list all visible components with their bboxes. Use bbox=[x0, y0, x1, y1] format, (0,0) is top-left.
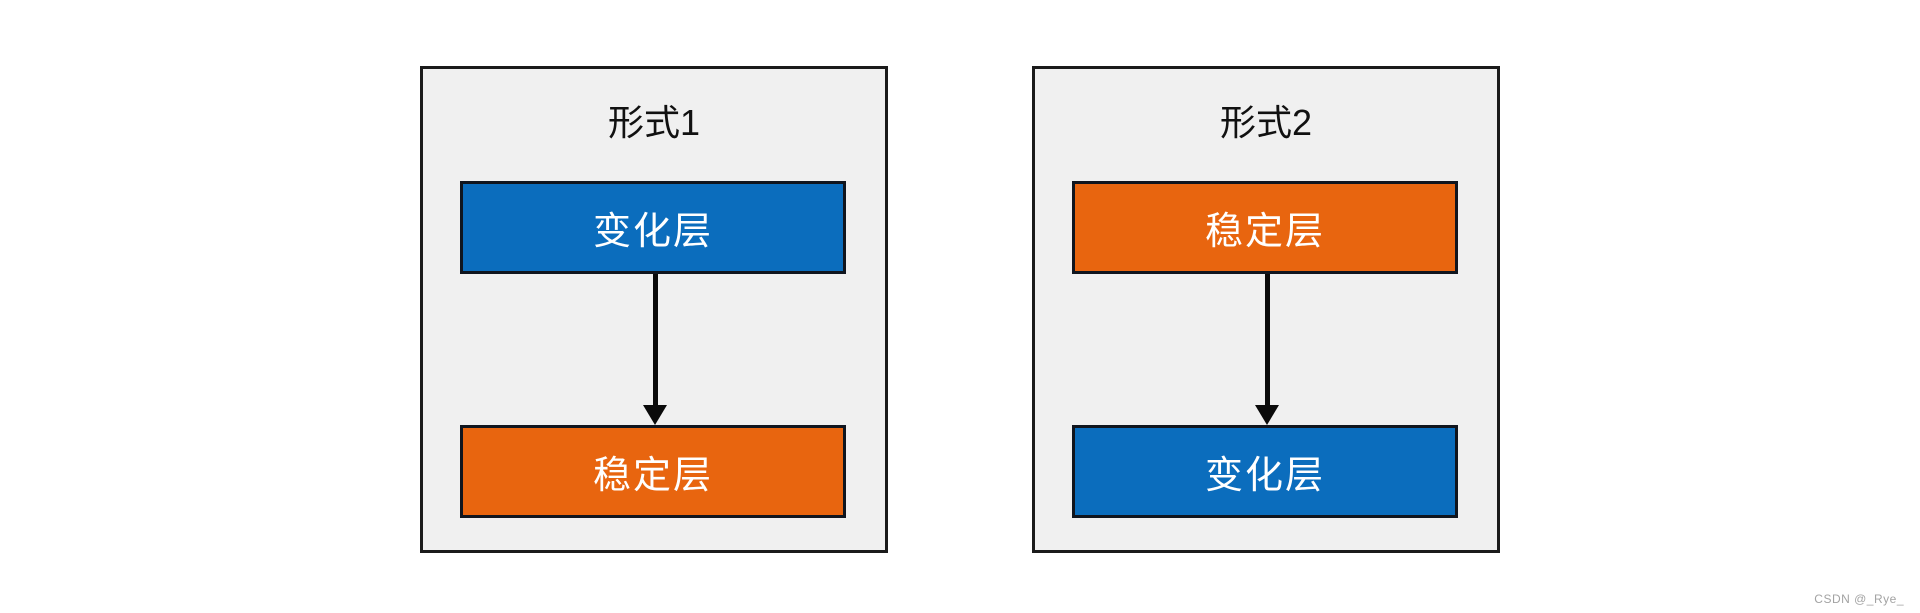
panel-form-2: 形式2 稳定层 变化层 bbox=[1032, 66, 1500, 553]
panel-title: 形式1 bbox=[607, 102, 701, 143]
layer-box-bottom: 稳定层 bbox=[460, 425, 846, 518]
layer-box-label: 稳定层 bbox=[592, 455, 713, 497]
layer-box-label: 变化层 bbox=[592, 211, 713, 253]
layer-box-label: 稳定层 bbox=[1204, 211, 1325, 253]
panel-form-1: 形式1 变化层 稳定层 bbox=[420, 66, 888, 553]
arrow-line bbox=[1264, 274, 1270, 405]
down-arrow bbox=[1255, 274, 1279, 425]
layer-box-top: 稳定层 bbox=[1072, 181, 1458, 274]
arrow-line bbox=[652, 274, 658, 405]
watermark: CSDN @_Rye_ bbox=[1814, 592, 1904, 606]
layer-box-bottom: 变化层 bbox=[1072, 425, 1458, 518]
layer-box-top: 变化层 bbox=[460, 181, 846, 274]
arrow-head-icon bbox=[643, 405, 667, 425]
panel-title: 形式2 bbox=[1219, 102, 1313, 143]
layer-box-label: 变化层 bbox=[1204, 455, 1325, 497]
down-arrow bbox=[643, 274, 667, 425]
arrow-head-icon bbox=[1255, 405, 1279, 425]
